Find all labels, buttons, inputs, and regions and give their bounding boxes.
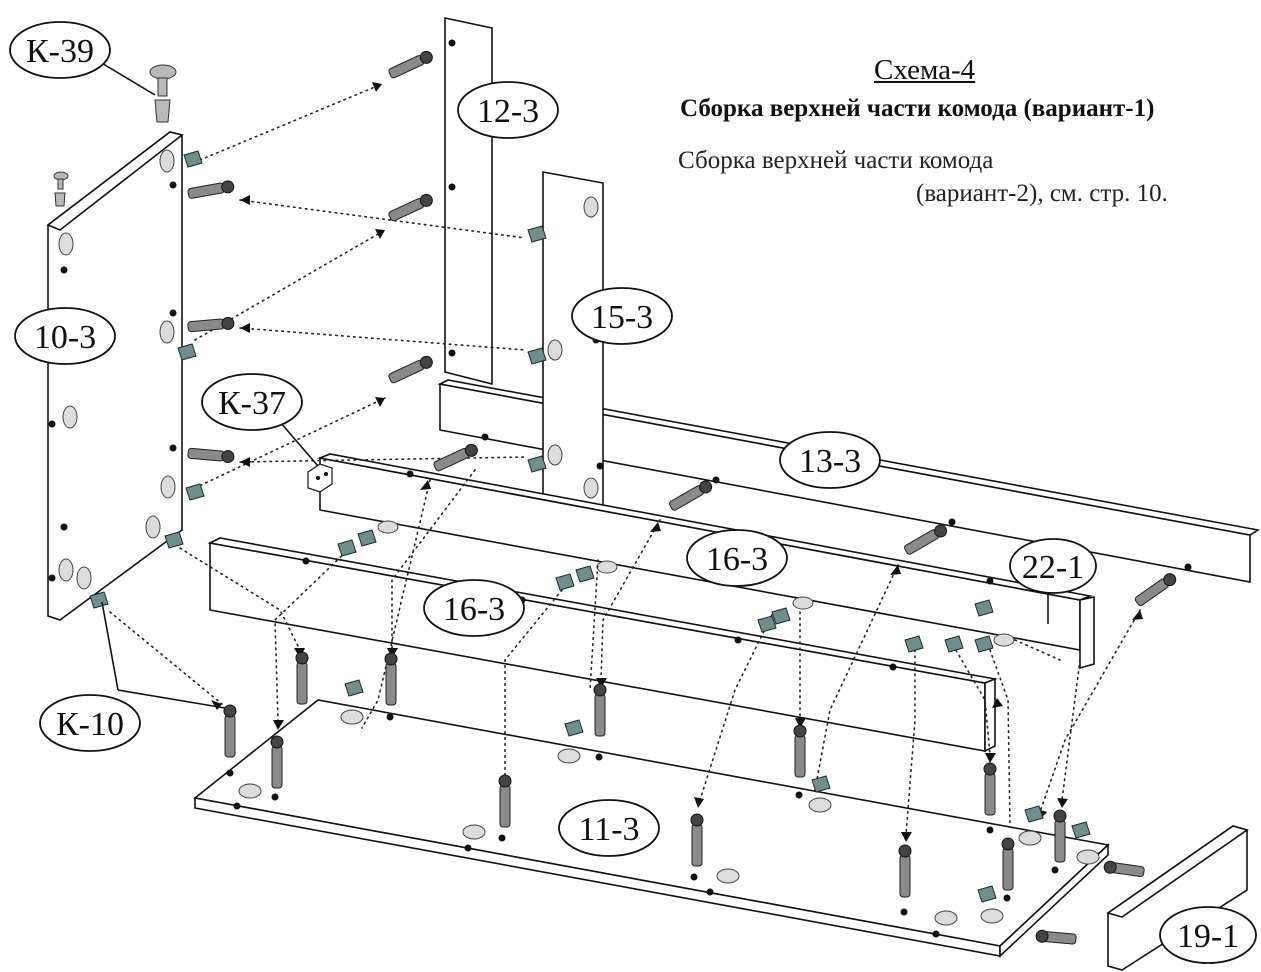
svg-text:11-3: 11-3 [578, 811, 639, 848]
label-16-3-front: 16-3 [423, 579, 525, 637]
corner-bracket-icon [307, 463, 333, 493]
panel-19-1 [1106, 825, 1249, 971]
adjustable-foot-icon [53, 64, 177, 207]
panel-22-1 [1079, 596, 1095, 670]
label-k39: К-39 [9, 21, 111, 79]
panel-15-3 [542, 171, 604, 513]
label-19-1: 19-1 [1159, 906, 1257, 964]
label-13-3: 13-3 [779, 431, 881, 489]
svg-text:13-3: 13-3 [799, 443, 861, 480]
svg-text:15-3: 15-3 [591, 299, 653, 336]
svg-text:10-3: 10-3 [34, 319, 96, 356]
vertical-pins [223, 651, 1067, 898]
scheme-subtitle: Сборка верхней части комода (вариант-1) [680, 95, 1155, 122]
svg-text:19-1: 19-1 [1177, 918, 1239, 955]
svg-text:16-3: 16-3 [706, 541, 768, 578]
guide-arrowheads [211, 82, 1143, 842]
svg-text:12-3: 12-3 [477, 93, 539, 130]
panel-12-3 [444, 17, 493, 386]
scheme-title: Схема-4 [874, 54, 976, 86]
svg-text:22-1: 22-1 [1022, 549, 1084, 586]
label-11-3: 11-3 [558, 799, 660, 857]
svg-text:16-3: 16-3 [443, 591, 505, 628]
label-k37: К-37 [201, 373, 303, 431]
label-leaders [99, 61, 1049, 709]
cam-lock-icon [89, 150, 1091, 903]
label-16-3-rear: 16-3 [686, 529, 788, 587]
label-22-1: 22-1 [1009, 538, 1097, 594]
label-10-3: 10-3 [14, 307, 116, 365]
label-15-3: 15-3 [571, 287, 673, 345]
assembly-guides [109, 83, 1141, 836]
cam-dowel-pin-icon [187, 50, 1177, 945]
label-12-3: 12-3 [457, 81, 559, 139]
variant-note-line2: (вариант-2), см. стр. 10. [916, 180, 1168, 207]
panel-16-3-front [207, 537, 998, 753]
fastener-points [226, 713, 1011, 916]
variant-note-line1: Сборка верхней части комода [678, 147, 994, 174]
svg-text:К-39: К-39 [26, 33, 94, 70]
svg-text:К-10: К-10 [56, 706, 124, 743]
panel-10-3 [46, 131, 184, 621]
svg-text:К-37: К-37 [218, 385, 286, 422]
label-k10: К-10 [39, 694, 141, 752]
